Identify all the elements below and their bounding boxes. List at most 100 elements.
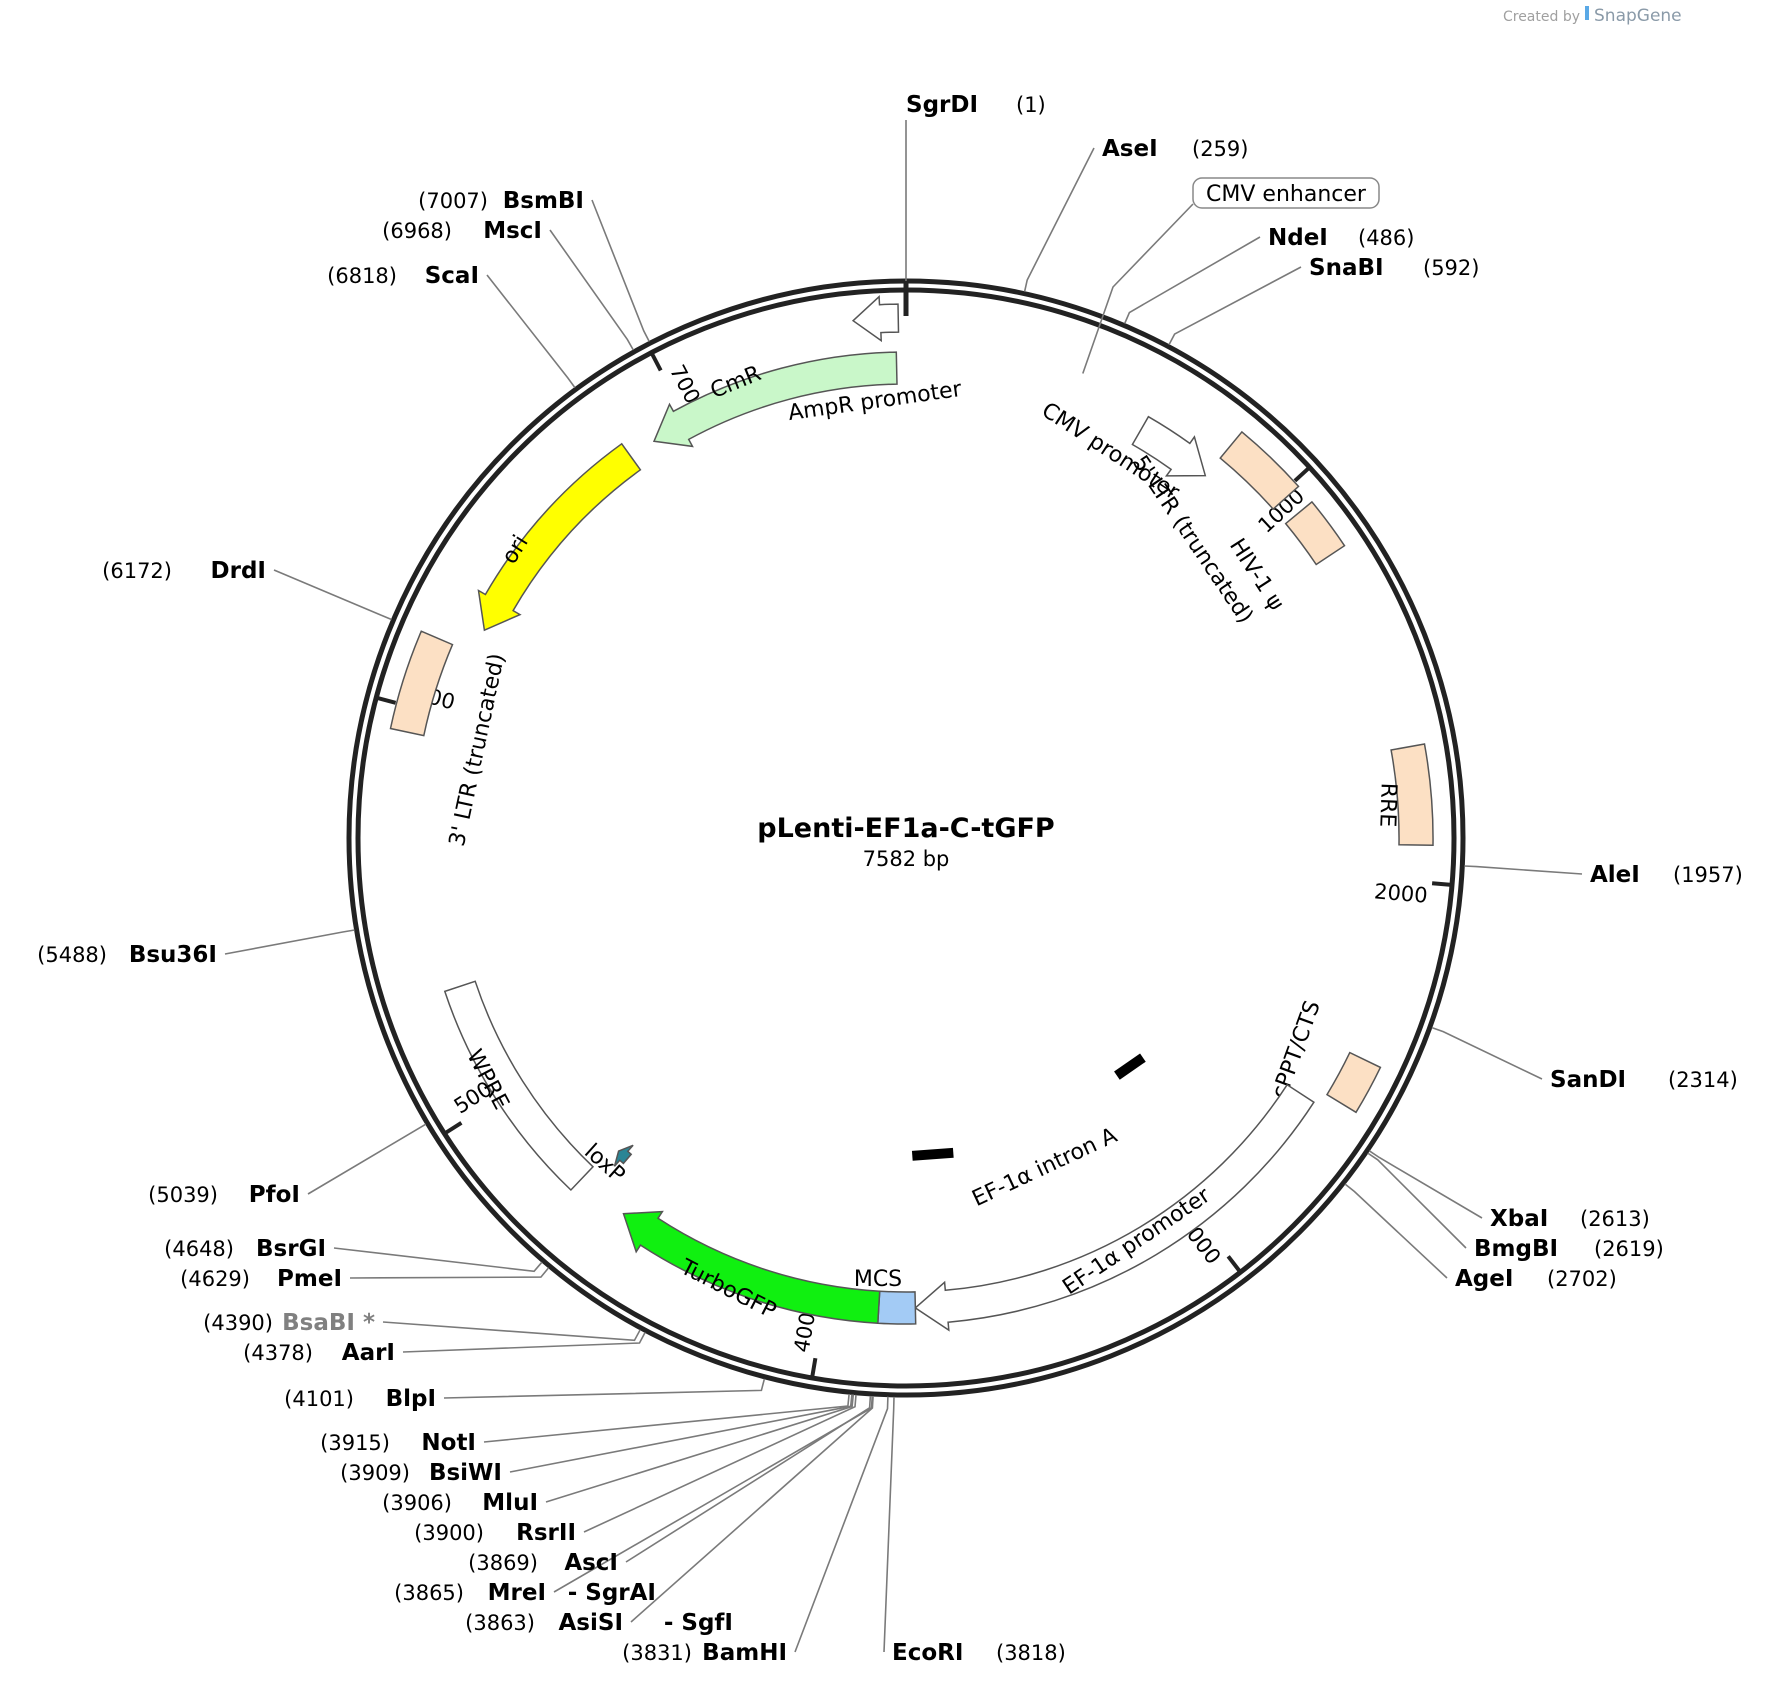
site-name: AleI bbox=[1590, 862, 1640, 888]
site-leader bbox=[307, 1123, 427, 1195]
site-alei[interactable]: AleI(1957) bbox=[1464, 862, 1743, 888]
feature-shape[interactable] bbox=[914, 1083, 1315, 1332]
site-bsmbi[interactable]: BsmBI(7007) bbox=[418, 188, 650, 342]
site-name: AsiSI bbox=[559, 1610, 624, 1636]
feature-wpre[interactable]: WPRE bbox=[443, 980, 595, 1192]
tick-mark bbox=[377, 696, 397, 705]
site-name: SanDI bbox=[1550, 1067, 1626, 1093]
feature-shape[interactable] bbox=[652, 351, 898, 448]
feature-ef-1-promoter[interactable]: EF-1α promoter bbox=[914, 1083, 1315, 1332]
site-bsiwi[interactable]: BsiWI(3909) bbox=[340, 1394, 853, 1486]
feature-ori[interactable]: ori bbox=[477, 442, 642, 632]
feature-ef-1-intron-a[interactable]: EF-1α intron A bbox=[911, 1053, 1146, 1212]
site-position: (4101) bbox=[284, 1387, 354, 1411]
site-bsrgi[interactable]: BsrGI(4648) bbox=[164, 1236, 543, 1273]
site-snabi[interactable]: SnaBI(592) bbox=[1168, 255, 1479, 346]
feature-shape[interactable] bbox=[1325, 1051, 1382, 1114]
site-position: (4378) bbox=[243, 1341, 313, 1365]
tick-mark bbox=[1431, 881, 1451, 887]
site-noti[interactable]: NotI(3915) bbox=[320, 1394, 850, 1456]
site-leader bbox=[483, 1394, 850, 1443]
site-position: (4629) bbox=[180, 1267, 250, 1291]
site-drdi[interactable]: DrdI (6172) bbox=[102, 558, 392, 621]
site-mlui[interactable]: MluI(3906) bbox=[382, 1394, 855, 1517]
site-leader bbox=[1431, 1026, 1543, 1080]
site-scai[interactable]: ScaI(6818) bbox=[327, 263, 576, 389]
site-position: (3863) bbox=[465, 1611, 535, 1635]
site-agei[interactable]: AgeI(2702) bbox=[1344, 1183, 1617, 1292]
credit-prefix: Created by bbox=[1503, 9, 1580, 25]
tick-mark bbox=[1226, 1255, 1241, 1272]
site-bsu36i[interactable]: Bsu36I(5488) bbox=[37, 929, 355, 968]
site-name: BsiWI bbox=[429, 1460, 502, 1486]
feature-shape[interactable] bbox=[877, 1290, 917, 1325]
site-pmei[interactable]: PmeI(4629) bbox=[180, 1266, 550, 1292]
feature-shape[interactable] bbox=[613, 1144, 634, 1167]
site-pfoi[interactable]: PfoI(5039) bbox=[148, 1123, 427, 1208]
intron-block-end bbox=[911, 1147, 954, 1161]
feature-cmv-promoter[interactable]: CMV promoter bbox=[1037, 398, 1207, 506]
site-name: SgrDI bbox=[906, 92, 978, 118]
site-leader bbox=[382, 1321, 641, 1342]
site-leader bbox=[591, 199, 650, 342]
site-position: (486) bbox=[1358, 226, 1414, 250]
snapgene-logo-icon bbox=[1585, 6, 1589, 20]
site-leader bbox=[509, 1394, 853, 1473]
site-name: EcoRI bbox=[892, 1640, 963, 1666]
site-position: (6172) bbox=[102, 559, 172, 583]
plasmid-name: pLenti-EF1a-C-tGFP bbox=[757, 813, 1054, 844]
feature-cmv-enhancer[interactable]: CMV enhancer bbox=[1082, 177, 1380, 374]
site-ndei[interactable]: NdeI(486) bbox=[1123, 225, 1415, 324]
site-leader bbox=[1123, 236, 1261, 324]
site-name: DrdI bbox=[211, 558, 266, 584]
site-leader bbox=[794, 1396, 889, 1653]
site-leader bbox=[1367, 1152, 1467, 1249]
feature-shape[interactable] bbox=[851, 295, 900, 343]
feature-rre[interactable]: RRE bbox=[1374, 743, 1434, 846]
feature-shape[interactable] bbox=[477, 442, 642, 632]
site-leader bbox=[1023, 147, 1095, 292]
tick-mark bbox=[810, 1357, 818, 1377]
site-asci[interactable]: AscI(3869) bbox=[468, 1395, 872, 1576]
site-bmgbi[interactable]: BmgBI(2619) bbox=[1367, 1152, 1664, 1262]
feature-shape[interactable] bbox=[1284, 500, 1346, 566]
site-position: (3906) bbox=[382, 1491, 452, 1515]
site-blpi[interactable]: BlpI (4101) bbox=[284, 1378, 766, 1412]
feature-label: 3' LTR (truncated) bbox=[445, 651, 510, 848]
feature-shape[interactable] bbox=[389, 630, 454, 737]
site-position: (3900) bbox=[414, 1521, 484, 1545]
site-leader bbox=[486, 274, 576, 389]
site-aari[interactable]: AarI(4378) bbox=[243, 1332, 646, 1366]
feature-shape[interactable] bbox=[1131, 415, 1207, 477]
feature-shape[interactable] bbox=[1390, 743, 1434, 846]
feature-box bbox=[1192, 177, 1380, 209]
site-name: BlpI bbox=[386, 1386, 436, 1412]
site-bsabi[interactable]: BsaBI *(4390) bbox=[203, 1310, 641, 1342]
site-asei[interactable]: AseI(259) bbox=[1023, 136, 1249, 292]
feature-3-ltr-truncated[interactable]: 3' LTR (truncated) bbox=[389, 630, 511, 849]
site-leader bbox=[402, 1332, 646, 1353]
site-ecori[interactable]: EcoRI(3818) bbox=[883, 1396, 1066, 1666]
site-msci[interactable]: MscI(6968) bbox=[382, 218, 634, 351]
feature-shape[interactable] bbox=[622, 1210, 881, 1324]
site-leader bbox=[443, 1378, 766, 1399]
feature-shape[interactable] bbox=[1219, 430, 1300, 511]
feature-mcs[interactable]: MCS bbox=[854, 1267, 917, 1325]
feature-cmr[interactable]: CmR bbox=[652, 351, 898, 448]
site-xbai[interactable]: XbaI(2613) bbox=[1368, 1150, 1650, 1232]
feature-shape[interactable] bbox=[443, 980, 595, 1192]
site-rsrii[interactable]: RsrII(3900) bbox=[414, 1394, 857, 1546]
site-position: (4648) bbox=[164, 1237, 234, 1261]
site-sandi[interactable]: SanDI(2314) bbox=[1431, 1026, 1738, 1093]
feature-turbogfp[interactable]: TurboGFP bbox=[622, 1210, 881, 1325]
site-bamhi[interactable]: BamHI(3831) bbox=[622, 1396, 889, 1666]
site-leader bbox=[553, 1395, 873, 1593]
snapgene-credit: Created by SnapGene bbox=[1503, 6, 1682, 26]
site-sgrdi[interactable]: SgrDI(1) bbox=[903, 92, 1046, 316]
feature-label: RRE bbox=[1374, 782, 1401, 827]
site-leader bbox=[630, 1395, 874, 1623]
site-position: (592) bbox=[1423, 256, 1479, 280]
